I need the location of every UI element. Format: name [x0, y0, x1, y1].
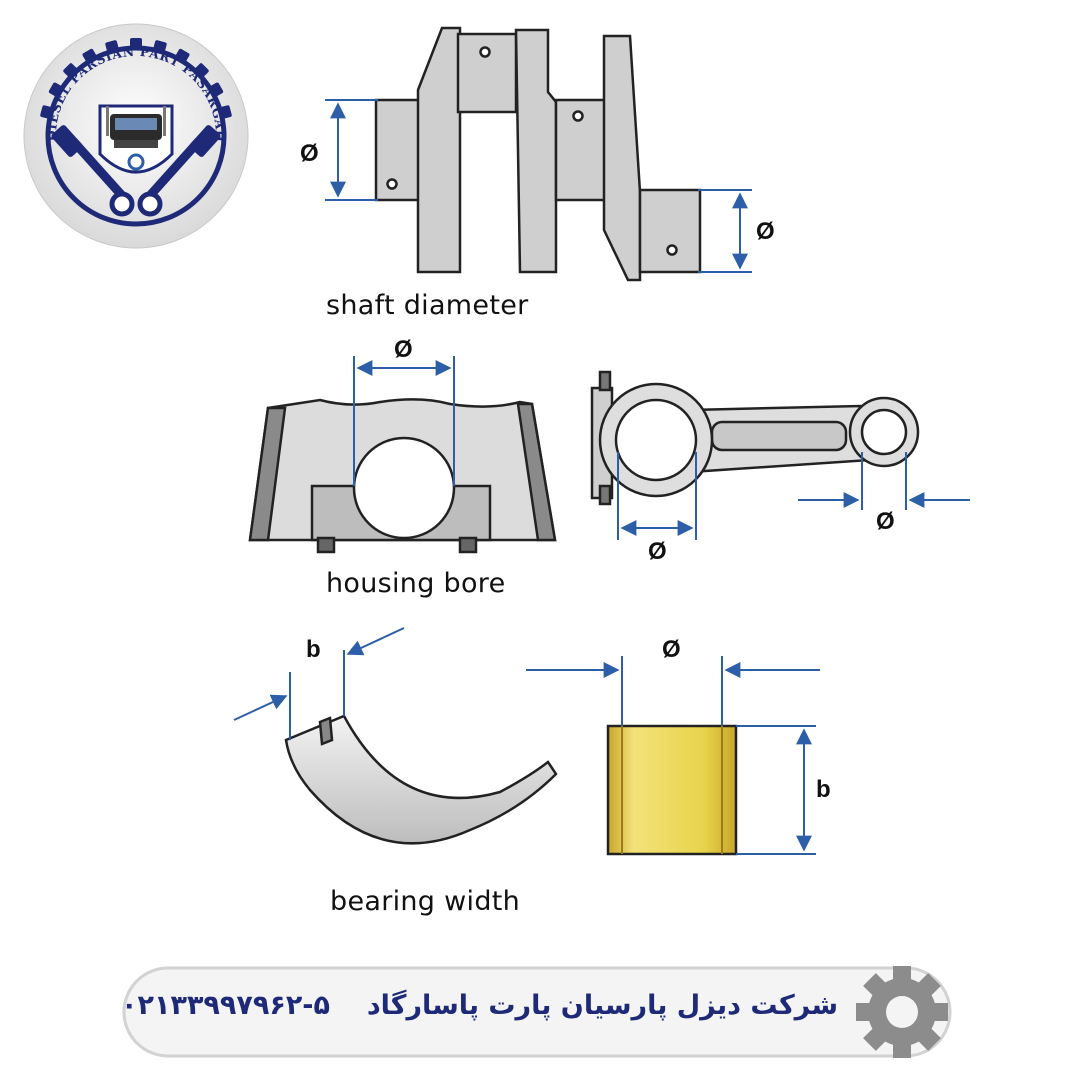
- bearing-shell: [284, 714, 558, 845]
- bushing: [606, 724, 738, 856]
- bushing-width-symbol: b: [816, 776, 831, 803]
- caption-shaft-diameter: shaft diameter: [326, 290, 529, 321]
- caption-bearing-width: bearing width: [330, 886, 521, 917]
- footer-bar: [122, 966, 952, 1058]
- bearing-width-symbol: b: [306, 636, 321, 663]
- rod-dimension-lines: [617, 452, 970, 540]
- shaft-diameter-symbol-left: Ø: [300, 140, 319, 167]
- housing-diameter-symbol: Ø: [394, 336, 413, 363]
- footer-company-name: شرکت دیزل پارسیان پارت پاسارگاد: [366, 990, 838, 1021]
- housing-dimension-lines: [353, 356, 455, 486]
- rod-big-end-diameter-symbol: Ø: [648, 538, 667, 565]
- shaft-dimension-lines: [325, 99, 752, 273]
- footer-company-info: شرکت دیزل پارسیان پارت پاسارگاد ۰۲۱۳۳۹۹۷…: [121, 990, 838, 1021]
- bushing-dimension-lines: [526, 656, 820, 855]
- rod-small-end-diameter-symbol: Ø: [876, 508, 895, 535]
- bearing-dimension-lines: [233, 627, 405, 740]
- caption-housing-bore: housing bore: [326, 568, 506, 599]
- footer-phone: ۰۲۱۳۳۹۹۷۹۶۲-۵: [121, 990, 330, 1021]
- shaft-diameter-symbol-right: Ø: [756, 218, 775, 245]
- crankshaft: [374, 26, 702, 282]
- company-logo: DIESEL PARSIAN PART PASARGAD: [22, 22, 250, 250]
- connecting-rod: [590, 370, 920, 506]
- bushing-diameter-symbol: Ø: [662, 636, 681, 663]
- gear-icon: [856, 966, 948, 1058]
- housing-block: [248, 398, 557, 554]
